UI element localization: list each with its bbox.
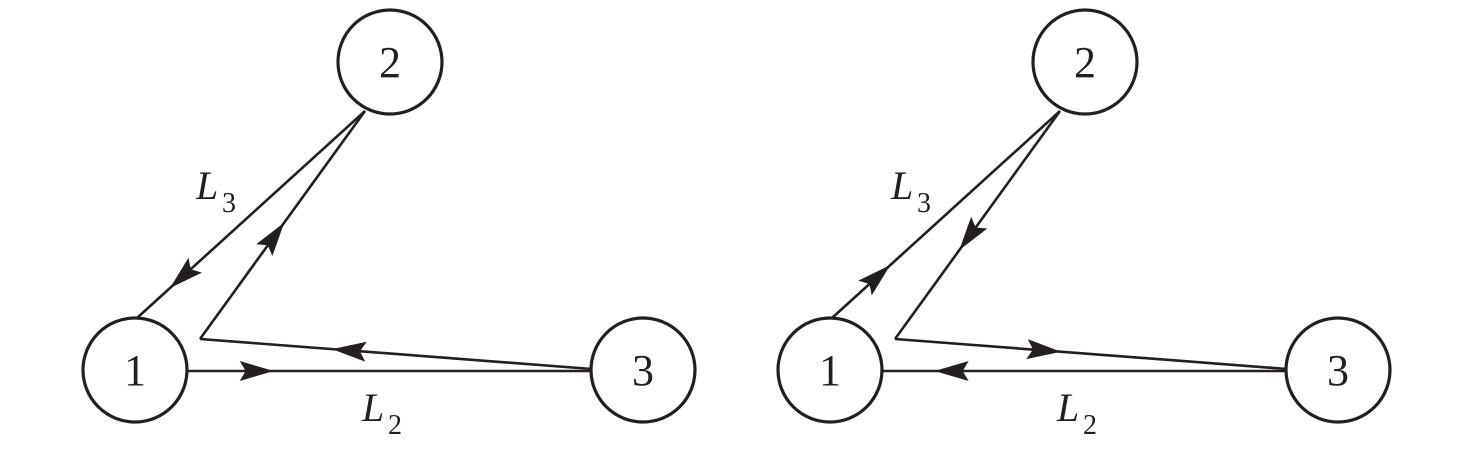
arrowhead-icon [858,265,891,296]
node-n1-circle [776,316,884,424]
node-n2-label: 2 [1074,38,1096,87]
node-n2-label: 2 [379,38,401,87]
arrowhead-icon [256,222,285,257]
node-n3-circle [589,316,697,424]
arrowhead-icon [1026,339,1061,360]
node-n3-label: 3 [632,346,654,395]
arrowhead-icon [332,341,367,362]
line-l2-subscript: 2 [1083,410,1097,441]
line-l2-subscript: 2 [388,410,402,441]
edge-l2-upper [894,337,1288,371]
node-n2-circle [336,8,444,116]
line-l2-label: L [1056,385,1079,430]
node-n1-label: 1 [819,346,841,395]
arrowhead-icon [934,361,969,381]
node-n1-circle [81,316,189,424]
line-l3-subscript: 3 [917,188,931,219]
edge-l3-inner [893,110,1062,340]
arrowhead-icon [959,216,988,251]
arrowhead-icon [239,361,274,381]
edge-l2-upper [199,337,593,371]
node-n3-label: 3 [1327,346,1349,395]
arrowhead-icon [170,257,202,289]
line-l3-label: L [890,163,913,208]
edge-l3-outer [831,110,1061,319]
node-n2-circle [1031,8,1139,116]
node-n1-label: 1 [124,346,146,395]
line-l3-subscript: 3 [222,188,236,219]
line-l2-label: L [361,385,384,430]
line-l3-label: L [195,163,218,208]
node-n3-circle [1284,316,1392,424]
